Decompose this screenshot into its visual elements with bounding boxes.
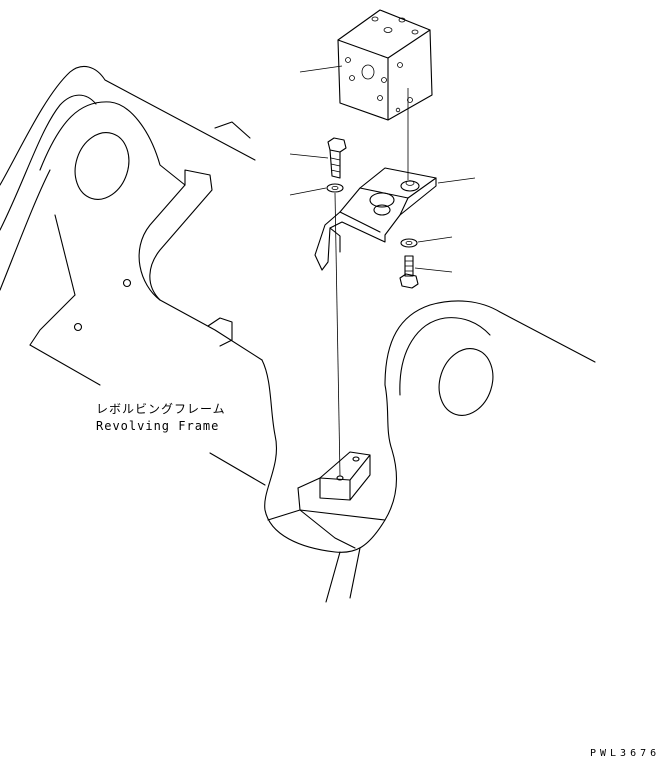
revolving-frame-label-en: Revolving Frame xyxy=(96,419,219,433)
drawing-code: PWL3676 xyxy=(590,748,660,758)
leader-lines xyxy=(289,65,476,273)
mounting-block xyxy=(297,451,371,511)
small-hole xyxy=(122,278,132,288)
bracket xyxy=(314,167,437,271)
bolt-lower xyxy=(399,255,419,289)
washer-upper xyxy=(326,183,344,193)
right-arm-bore xyxy=(438,348,494,416)
left-arm-bore xyxy=(74,132,130,200)
bolt-upper xyxy=(327,137,347,179)
valve-block xyxy=(337,9,433,121)
assembly-lines xyxy=(334,88,409,477)
washer-lower xyxy=(400,238,418,248)
small-hole xyxy=(73,322,83,332)
revolving-frame xyxy=(0,65,596,603)
revolving-frame-label-jp: レボルビングフレーム xyxy=(96,402,226,416)
